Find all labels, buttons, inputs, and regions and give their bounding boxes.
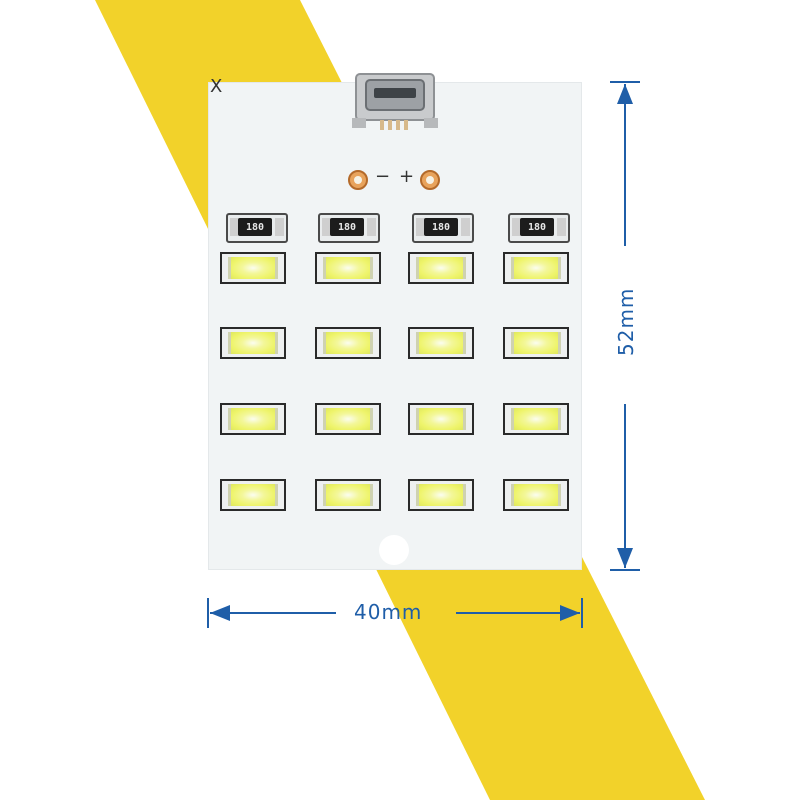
smd-led [408, 252, 474, 284]
power-pads [348, 170, 440, 190]
smd-led [503, 403, 569, 435]
height-dimension-label: 52mm [614, 287, 638, 356]
smd-led [503, 479, 569, 511]
resistor-marking: 180 [238, 218, 272, 236]
smd-led [220, 252, 286, 284]
resistor: 180 [318, 213, 380, 243]
smd-led [315, 327, 381, 359]
smd-led [220, 479, 286, 511]
smd-led [408, 327, 474, 359]
polarity-minus: − [375, 166, 391, 187]
resistor: 180 [412, 213, 474, 243]
smd-led [315, 403, 381, 435]
smd-led [220, 403, 286, 435]
resistor-marking: 180 [424, 218, 458, 236]
polarity-plus: + [399, 166, 415, 187]
smd-led [503, 252, 569, 284]
smd-led [408, 479, 474, 511]
mounting-hole [379, 535, 409, 565]
smd-led [315, 252, 381, 284]
width-dimension-label: 40mm [354, 600, 423, 624]
resistor-marking: 180 [520, 218, 554, 236]
micro-usb-connector [352, 73, 438, 130]
smd-led [408, 403, 474, 435]
smd-led [315, 479, 381, 511]
resistor: 180 [508, 213, 570, 243]
smd-led [220, 327, 286, 359]
resistor-marking: 180 [330, 218, 364, 236]
resistor: 180 [226, 213, 288, 243]
board-silkscreen-mark: X [210, 76, 223, 97]
smd-led [503, 327, 569, 359]
